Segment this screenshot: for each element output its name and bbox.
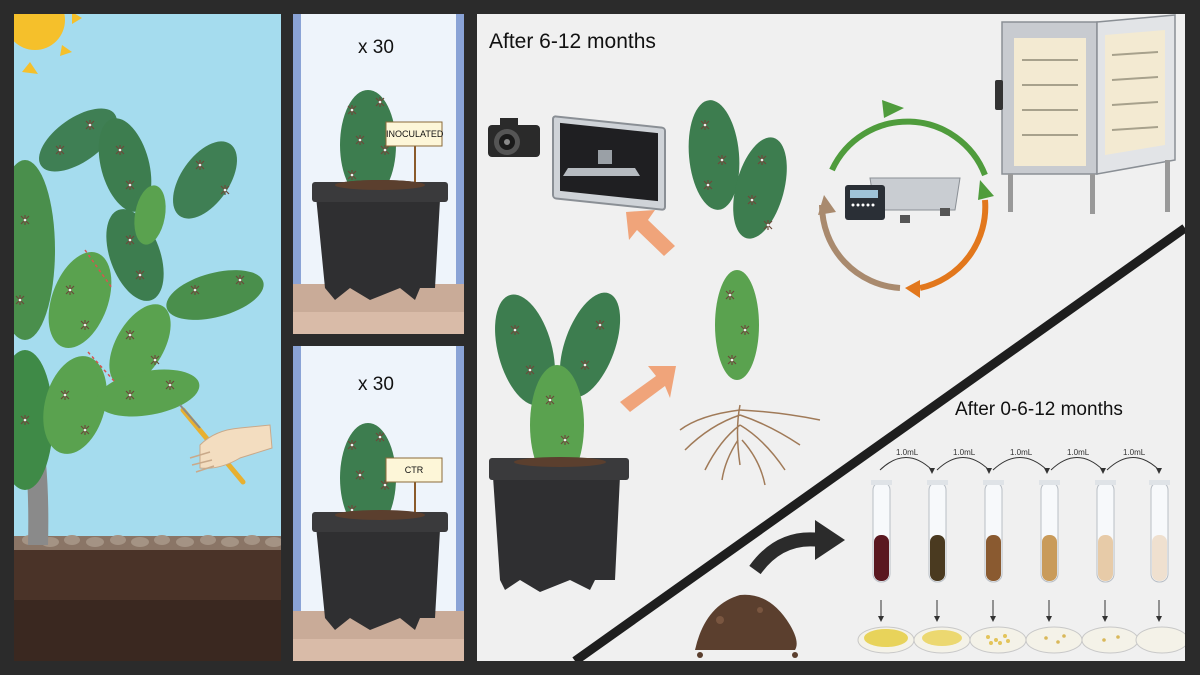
dilution-volume-5: 1.0mL (1123, 448, 1146, 457)
soil-pile-icon (695, 594, 798, 658)
tag-label-ctr: CTR (404, 465, 424, 475)
panel-results (477, 14, 1185, 661)
dilution-volume-2: 1.0mL (953, 448, 976, 457)
petri-dish-icon (1135, 626, 1185, 654)
weighing-cycle (818, 100, 994, 298)
test-tube-icon (927, 480, 948, 583)
scale-icon (845, 177, 961, 223)
hand-scalpel-icon (179, 404, 273, 485)
oven-icon (995, 14, 1176, 214)
dilution-volume-4: 1.0mL (1067, 448, 1090, 457)
pot-scene-inoculated (293, 14, 464, 334)
sun-icon (14, 14, 82, 74)
tag-inoculated (385, 121, 443, 147)
tag-ctr (385, 457, 443, 483)
cactus-pad-ctr (340, 423, 396, 533)
field-cactus (14, 108, 264, 490)
timepoint-top: After 6-12 months (489, 30, 656, 53)
petri-dish-icon (1081, 626, 1139, 654)
pot-icon (312, 180, 448, 300)
rooted-pad (715, 270, 759, 380)
petri-dish-icon (969, 626, 1027, 654)
petri-dish-icon (1025, 626, 1083, 654)
timepoint-bottom: After 0-6-12 months (955, 399, 1123, 420)
test-tube-icon (1095, 480, 1116, 583)
ground (14, 535, 281, 661)
test-tube-icon (1039, 480, 1060, 583)
diagonal-divider (572, 224, 1185, 661)
arrow-to-tubes (749, 520, 845, 575)
arrow-up-right (620, 366, 676, 412)
test-tube-icon (983, 480, 1004, 583)
pot-count-bottom: x 30 (358, 374, 394, 395)
potted-cactus-main (489, 292, 629, 592)
tag-label-inoculated: INOCULATED (386, 129, 444, 139)
dilution-volume-3: 1.0mL (1010, 448, 1033, 457)
test-tube-icon (871, 480, 892, 583)
dilution-series (857, 457, 1185, 654)
petri-dish-icon (857, 626, 915, 654)
camera-icon (488, 118, 540, 157)
test-tube-icon (1149, 480, 1170, 583)
grown-pads (688, 100, 787, 239)
petri-dish-icon (913, 626, 971, 654)
arrow-up-left (626, 210, 675, 256)
pot-scene-ctr (293, 346, 464, 661)
panel-pots (293, 14, 464, 661)
pot-icon (312, 510, 448, 630)
pot-count-top: x 30 (358, 37, 394, 58)
dilution-volume-1: 1.0mL (896, 448, 919, 457)
panel-field (14, 14, 281, 661)
roots-icon (679, 404, 821, 486)
monitor-icon (552, 115, 666, 211)
